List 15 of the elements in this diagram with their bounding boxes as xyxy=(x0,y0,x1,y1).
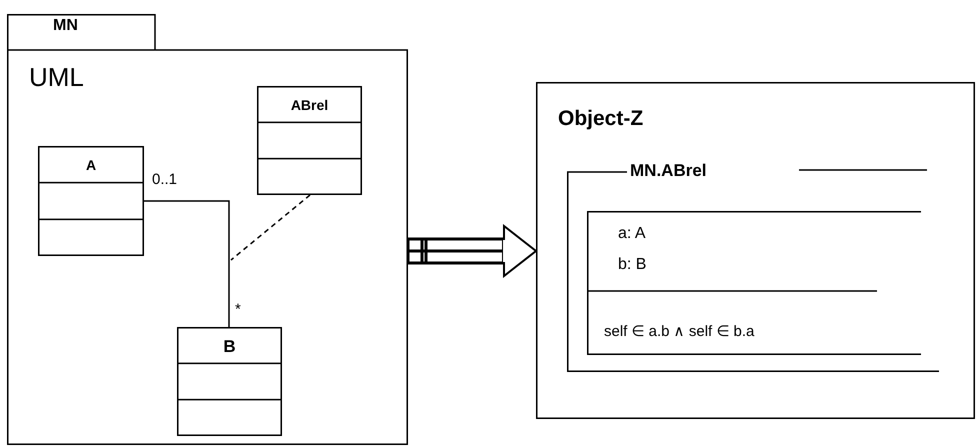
package-tab-label: MN xyxy=(53,18,78,34)
diagram-heading: UML xyxy=(29,64,84,90)
predicate: self ∈ a.b ∧ self ∈ b.a xyxy=(604,324,754,339)
class-name: ABrel xyxy=(290,98,330,112)
class-name: B xyxy=(222,338,237,355)
declaration: a: A xyxy=(618,226,646,242)
declaration: b: B xyxy=(618,257,646,273)
association-line xyxy=(144,200,230,327)
multiplicity-label: * xyxy=(235,302,241,317)
class-name: A xyxy=(84,158,98,172)
block-arrow xyxy=(406,225,538,277)
schema-name: MN.ABrel xyxy=(630,162,707,179)
dashed-line xyxy=(230,194,310,261)
multiplicity-label: 0..1 xyxy=(152,172,178,187)
frame-heading: Object-Z xyxy=(558,108,644,129)
